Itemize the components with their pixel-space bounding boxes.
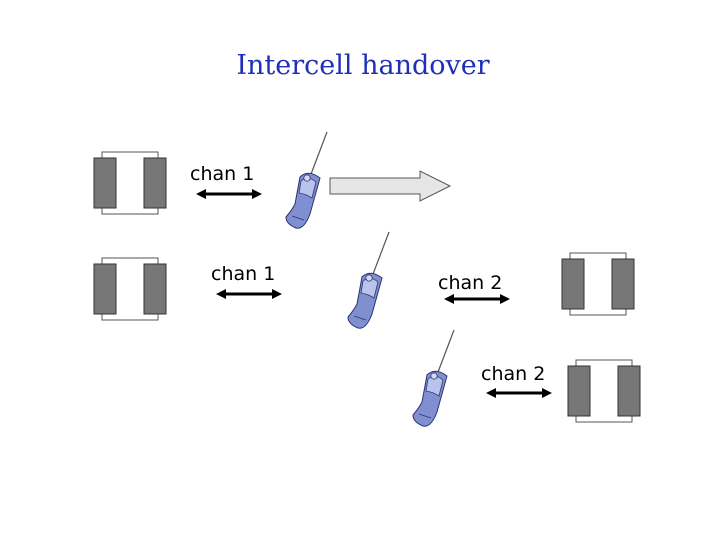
base-station-icon	[93, 257, 167, 321]
base-station-icon	[567, 359, 641, 423]
slide-title: Intercell handover	[236, 50, 490, 81]
channel-link-arrow	[214, 287, 284, 301]
channel-label: chan 2	[438, 272, 503, 294]
base-station-icon	[93, 151, 167, 215]
channel-link-arrow	[194, 187, 264, 201]
channel-label: chan 2	[481, 363, 546, 385]
channel-link-arrow	[484, 386, 554, 400]
movement-arrow	[329, 170, 452, 202]
mobile-phone-icon	[412, 329, 455, 427]
base-station-icon	[561, 252, 635, 316]
channel-link-arrow	[442, 292, 512, 306]
channel-label: chan 1	[190, 163, 255, 185]
mobile-phone-icon	[347, 231, 390, 329]
channel-label: chan 1	[211, 263, 276, 285]
mobile-phone-icon	[285, 131, 328, 229]
